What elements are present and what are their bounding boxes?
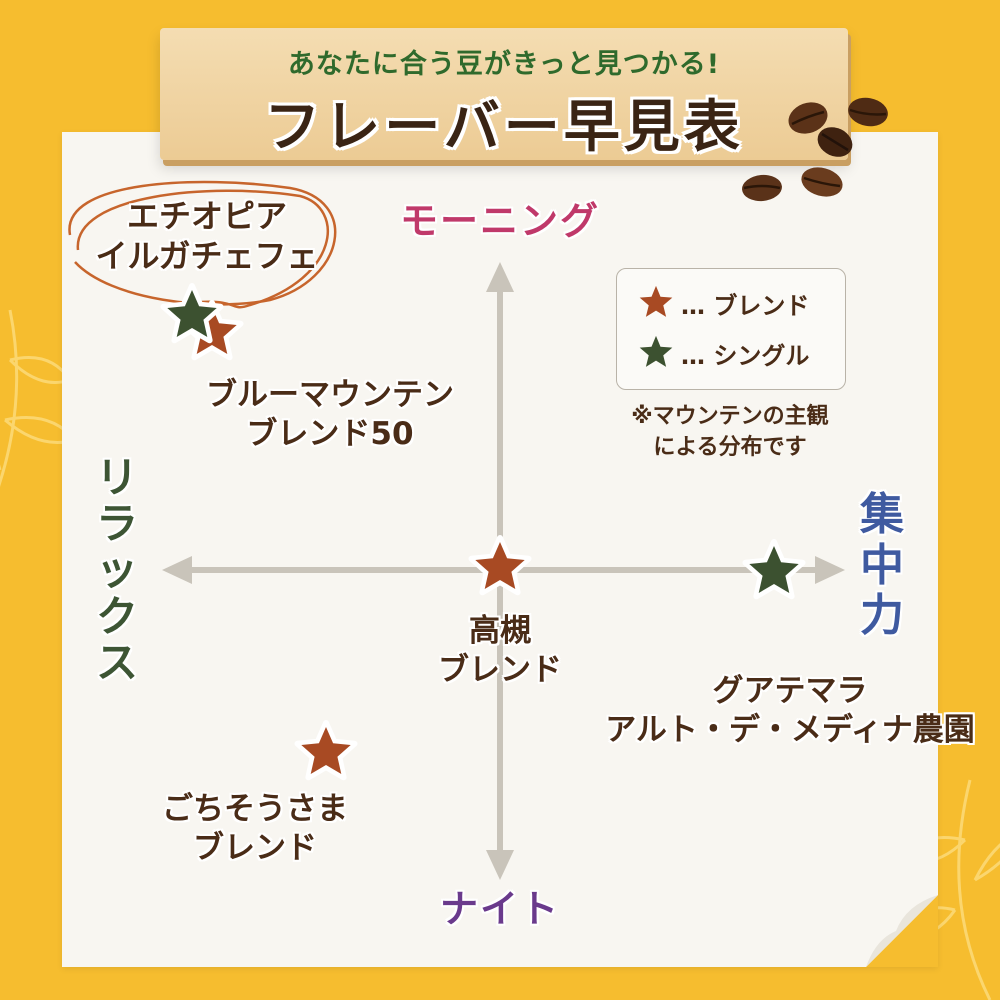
coffee-label-bluemountain: ブルーマウンテンブレンド50 [206,377,454,452]
axis-label-relax: リラックス [95,453,138,687]
star-marker-ethiopia [160,283,224,344]
arrow-right [815,556,845,584]
coffee-label-gochisousama: ごちそうさまブレンド [162,791,348,866]
axis-label-focus: 集中力 [860,489,904,642]
coffee-label-guatemala: グアテマラアルト・デ・メディナ農園 [605,673,975,748]
legend: … ブレンド … シングル [616,268,846,390]
note-text: ※マウンテンの主観による分布です [631,404,829,460]
axis-label-morning: モーニング [399,199,600,243]
arrow-down [486,850,514,880]
arrow-left [162,556,192,584]
coffee-label-takatsuki: 高槻ブレンド [438,613,562,688]
legend-label-blend: … ブレンド [681,291,810,320]
arrow-up [486,262,514,292]
legend-label-single: … シングル [681,341,810,370]
star-marker-gochisousama [294,720,358,781]
coffee-label-ethiopia: エチオピアイルガチェフェ [95,197,319,275]
star-marker-takatsuki [468,535,532,596]
star-icon-single [639,335,673,367]
star-icon-blend [639,285,673,317]
page-curl [866,895,938,967]
header-sign: あなたに合う豆がきっと見つかる! フレーバー早見表 [160,28,848,160]
header-title: フレーバー早見表 [264,95,744,160]
legend-row-blend: … ブレンド [635,281,809,325]
star-marker-guatemala [742,539,806,600]
axis-label-night: ナイト [439,887,560,931]
legend-row-single: … シングル [635,331,809,375]
highlight-circle [68,180,337,309]
header-subtitle: あなたに合う豆がきっと見つかる! [287,49,721,80]
coffee-beans-decoration [742,97,888,202]
